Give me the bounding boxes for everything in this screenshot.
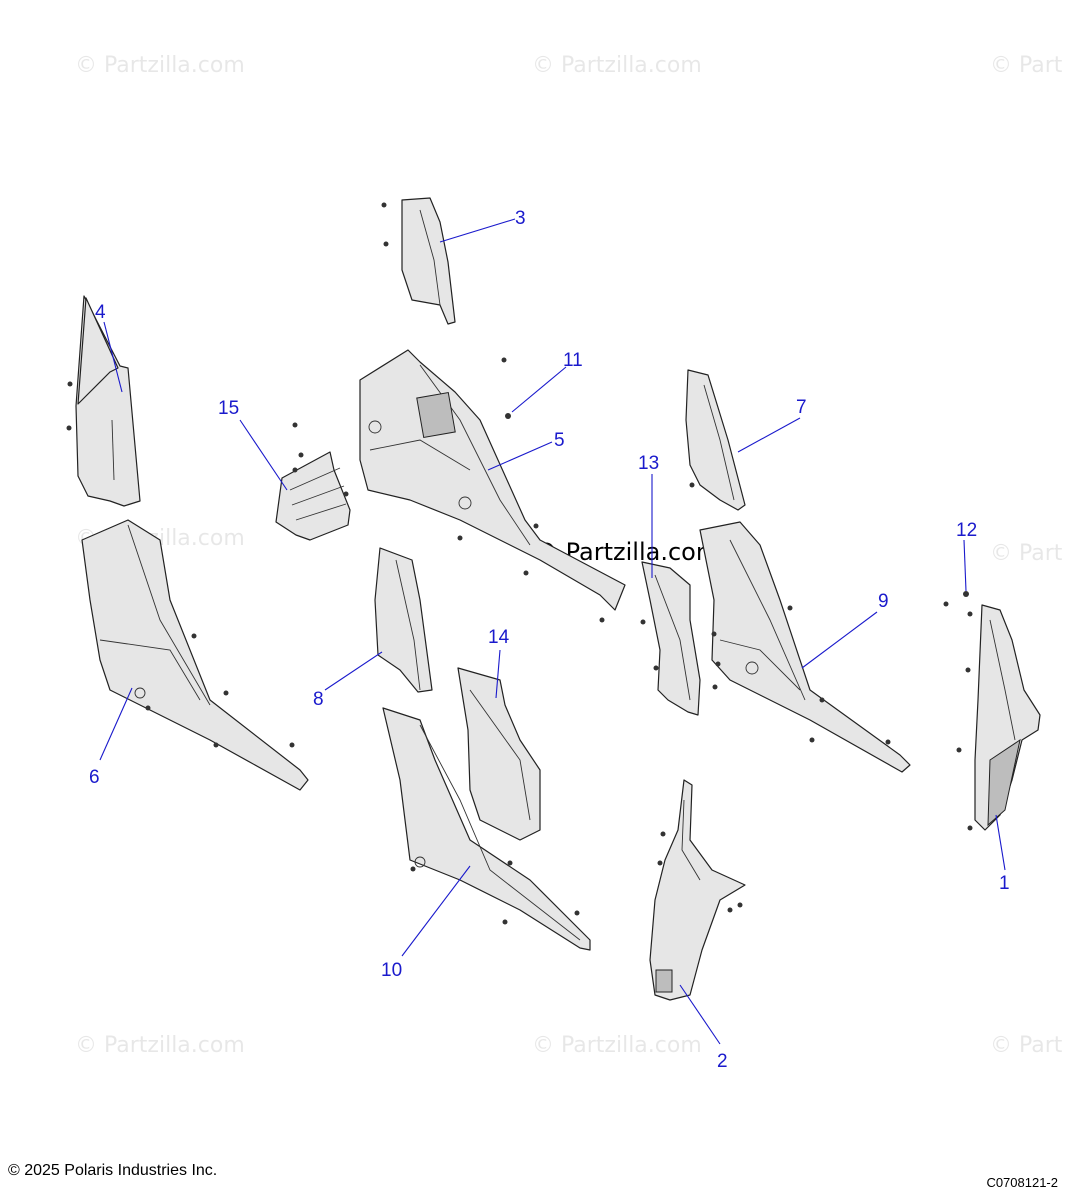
callout-13: 13 [638, 453, 659, 474]
part-10 [382, 707, 591, 951]
part-2 [649, 779, 746, 1001]
part-11 [505, 413, 511, 419]
copyright-text: © 2025 Polaris Industries Inc. [8, 1162, 218, 1179]
callout-8: 8 [313, 689, 324, 710]
watermark: © Part [990, 541, 1063, 566]
part-13 [640, 561, 718, 716]
callout-4: 4 [95, 302, 106, 323]
part-7 [685, 369, 746, 511]
part-8 [374, 547, 433, 693]
callout-7: 7 [796, 397, 807, 418]
part-5 [359, 349, 626, 623]
watermark: © Part [990, 1033, 1063, 1058]
callout-9: 9 [878, 591, 889, 612]
part-1 [943, 601, 1041, 831]
leader-lines [99, 218, 1006, 1045]
callout-5: 5 [554, 430, 565, 451]
part-9 [699, 521, 911, 773]
watermark: © Partzilla.com [532, 53, 702, 78]
callout-14: 14 [488, 627, 510, 648]
callout-3: 3 [515, 208, 526, 229]
callout-2: 2 [717, 1051, 728, 1072]
part-15 [275, 422, 351, 541]
callout-6: 6 [89, 767, 100, 788]
part-6 [81, 519, 309, 791]
callout-labels: 1 2 3 4 5 6 7 8 9 10 11 12 13 14 15 [89, 208, 1010, 1072]
callout-11: 11 [563, 350, 583, 371]
part-3 [381, 197, 456, 325]
callout-15: 15 [218, 398, 239, 419]
part-4 [66, 295, 141, 507]
watermark: © Part [990, 53, 1063, 78]
watermarks: © Partzilla.com © Partzilla.com © Part ©… [75, 53, 1063, 1058]
part-12 [963, 591, 969, 597]
callout-1: 1 [999, 873, 1010, 894]
watermark: © Partzilla.com [75, 1033, 245, 1058]
callout-10: 10 [381, 960, 402, 981]
diagram-code: C0708121-2 [986, 1175, 1058, 1190]
callout-12: 12 [956, 520, 977, 541]
watermark: © Partzilla.com [75, 53, 245, 78]
part-14 [457, 667, 541, 841]
watermark: © Partzilla.com [532, 1033, 702, 1058]
